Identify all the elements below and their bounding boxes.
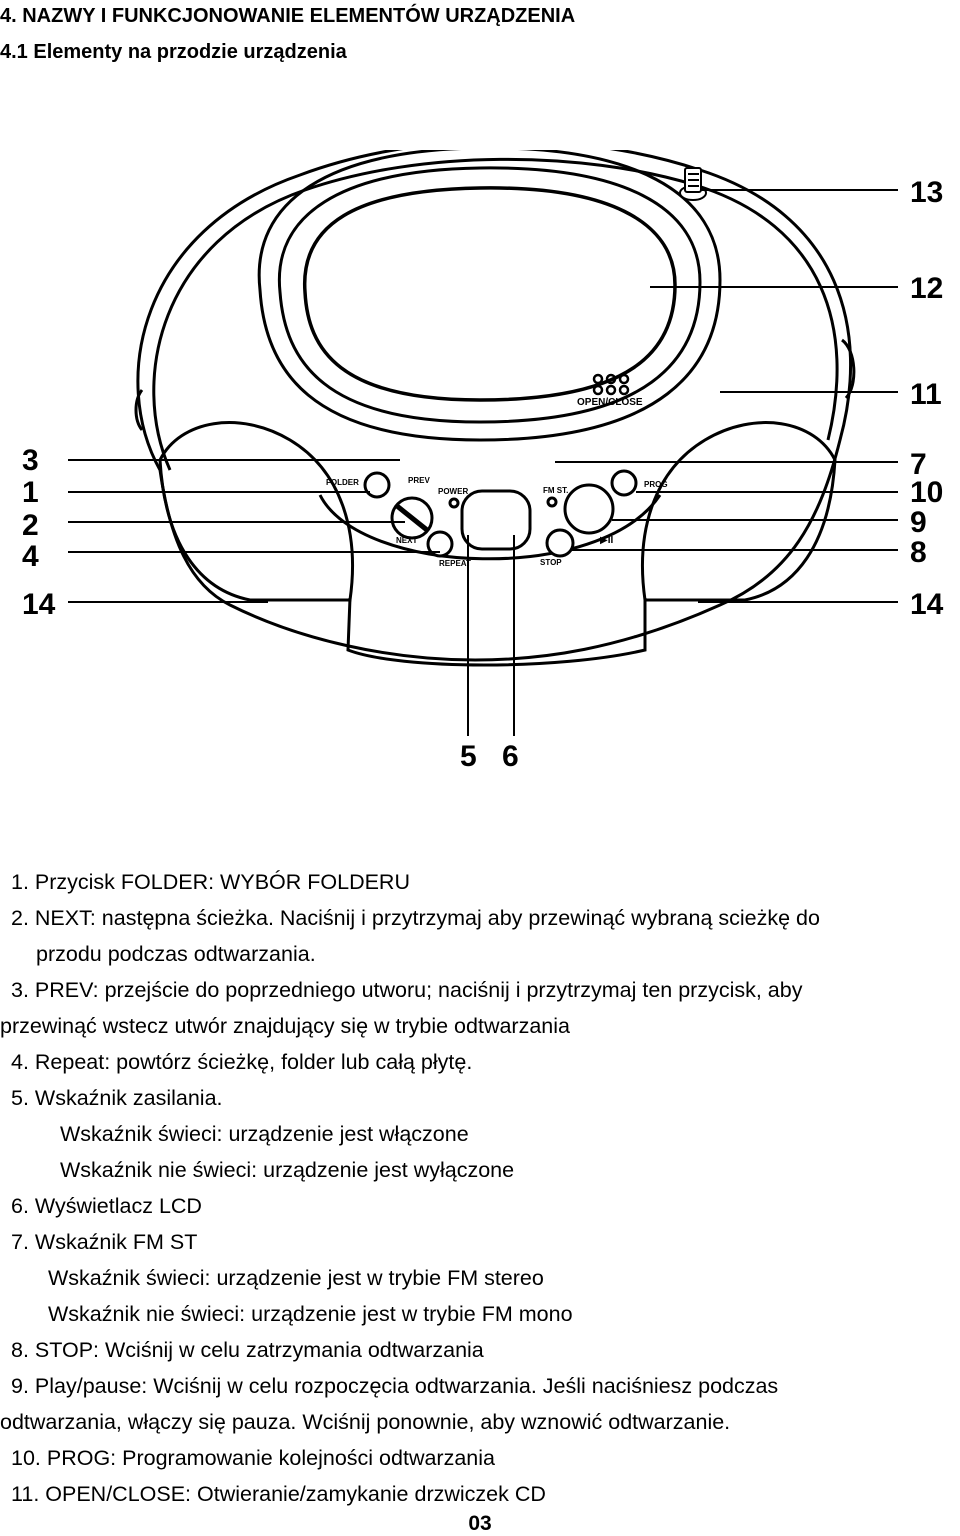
callout-7: 7 [910,448,927,481]
stop-label: STOP [540,558,562,567]
list-item-2: 2. NEXT: następna ścieżka. Naciśnij i pr… [11,906,820,930]
list-item-3: 3. PREV: przejście do poprzedniego utwor… [11,978,803,1002]
play-pause-label: ▶II [600,535,613,546]
play-pause-button [563,483,615,535]
callout-14-right: 14 [910,588,944,621]
callout-9: 9 [910,506,927,539]
list-item-1: 1. Przycisk FOLDER: WYBÓR FOLDERU [11,870,410,894]
list-item-7-on: Wskaźnik świeci: urządzenie jest w trybi… [48,1266,544,1290]
list-item-9: 9. Play/pause: Wciśnij w celu rozpoczęci… [11,1374,779,1398]
callout-12: 12 [910,272,943,305]
list-item-5: 5. Wskaźnik zasilania. [11,1086,223,1110]
repeat-label: REPEAT [439,559,471,568]
callout-5: 5 [460,740,477,773]
list-item-6: 6. Wyświetlacz LCD [11,1194,202,1218]
callout-10: 10 [910,476,943,509]
device-body-outline [136,150,852,662]
device-base [346,597,647,667]
section-heading: 4. NAZWY I FUNKCJONOWANIE ELEMENTÓW URZĄ… [0,5,576,27]
fm-st-label: FM ST. [543,486,568,495]
list-item-7: 7. Wskaźnik FM ST [11,1230,198,1254]
list-item-8: 8. STOP: Wciśnij w celu zatrzymania odtw… [11,1338,484,1362]
device-front-diagram: OPEN/CLOSE FOLDER PREV POWER NEXT REPEAT… [22,150,944,773]
folder-button [363,471,391,499]
list-item-5-off: Wskaźnik nie świeci: urządzenie jest wył… [60,1158,515,1182]
list-item-7-off: Wskaźnik nie świeci: urządzenie jest w t… [48,1302,573,1326]
callout-4: 4 [22,540,39,573]
list-item-9-continued: odtwarzania, włączy się pauza. Wciśnij p… [0,1410,731,1434]
list-item-4: 4. Repeat: powtórz ścieżkę, folder lub c… [11,1050,473,1074]
folder-label: FOLDER [326,478,359,487]
list-item-3-continued: przewinąć wstecz utwór znajdujący się w … [0,1014,570,1038]
page-number: 03 [468,1512,492,1535]
list-item-2-continued: przodu podczas odtwarzania. [36,942,316,966]
callout-3: 3 [22,444,39,477]
element-descriptions: 1. Przycisk FOLDER: WYBÓR FOLDERU 2. NEX… [0,864,958,1512]
repeat-button [426,530,454,558]
prog-label: PROG [644,480,668,489]
cd-lid [257,150,722,442]
right-speaker [641,421,837,602]
callout-11: 11 [910,378,942,411]
open-close-label: OPEN/CLOSE [577,397,643,408]
callout-2: 2 [22,509,39,542]
callout-13: 13 [910,176,943,209]
cd-window [302,186,677,402]
fm-st-indicator [546,496,558,508]
callout-8: 8 [910,536,927,569]
open-close-button [592,373,630,396]
next-label: NEXT [396,536,417,545]
prev-label: PREV [408,476,430,485]
antenna [679,167,707,201]
power-indicator [448,497,460,509]
list-item-5-on: Wskaźnik świeci: urządzenie jest włączon… [60,1122,469,1146]
power-label: POWER [438,487,468,496]
callout-14-left: 14 [22,588,56,621]
prog-button [610,469,638,497]
left-speaker [158,421,354,602]
stop-button [545,528,575,558]
lcd-display [460,489,532,551]
list-item-11: 11. OPEN/CLOSE: Otwieranie/zamykanie drz… [11,1482,546,1506]
subsection-heading: 4.1 Elementy na przodzie urządzenia [0,41,347,63]
callout-6: 6 [502,740,519,773]
list-item-10: 10. PROG: Programowanie kolejności odtwa… [11,1446,495,1470]
callout-1: 1 [22,476,39,509]
